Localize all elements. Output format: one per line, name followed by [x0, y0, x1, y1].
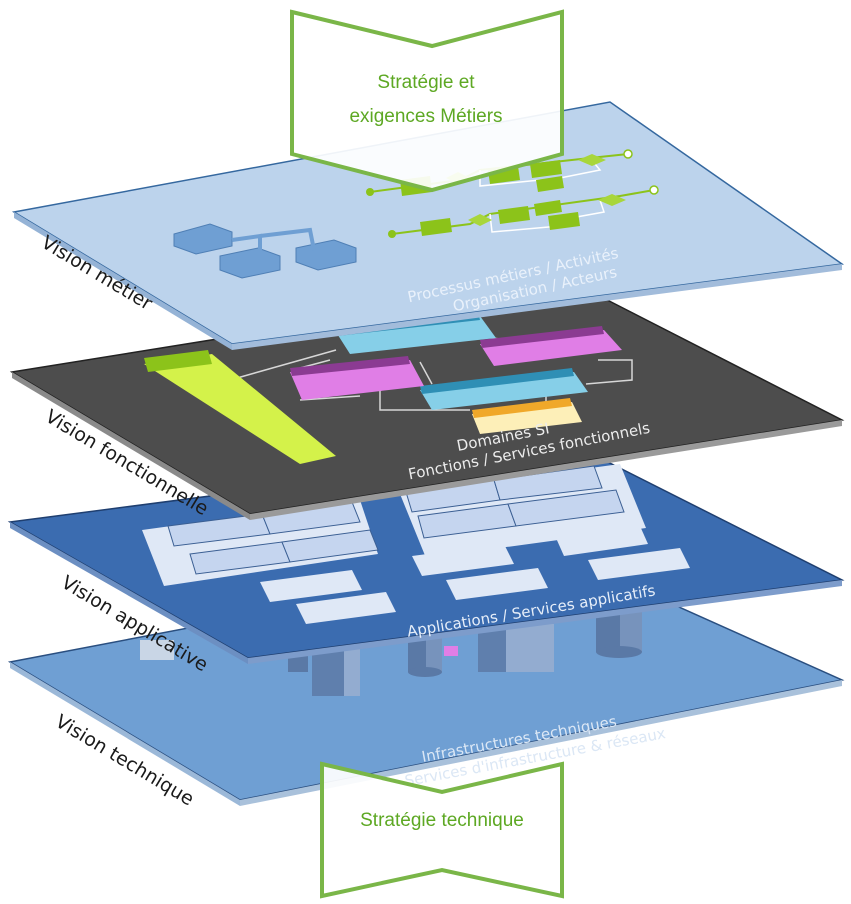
metier-plane-edge	[14, 212, 232, 350]
metier-plane-edge-right	[232, 264, 842, 350]
fonctionnelle-plane-edge-right	[250, 420, 842, 520]
function-block-cyan-top	[336, 316, 496, 354]
domain-block-lime-header	[144, 350, 212, 372]
top-strategy-arrow: Stratégie et exigences Métiers	[290, 9, 564, 193]
bottom-arrow-shape	[320, 761, 564, 899]
layer-fonctionnelle: Domaines SI Fonctions / Services fonctio…	[9, 281, 845, 520]
magenta-accent	[444, 646, 458, 656]
server-box	[140, 640, 174, 660]
applicative-plane-edge-right	[248, 580, 842, 664]
applicative-plane-edge	[10, 522, 248, 664]
server-box	[478, 624, 554, 672]
fonctionnelle-plane-edge	[12, 372, 250, 520]
top-arrow-shape	[290, 9, 564, 193]
layer-metier: Processus métiers / Activités Organisati…	[11, 101, 845, 350]
top-arrow-text-line2: exigences Métiers	[349, 106, 502, 127]
technique-plane-edge-right	[240, 680, 842, 806]
technique-plane-edge	[10, 662, 240, 806]
org-chart	[173, 223, 357, 279]
bottom-arrow-text: Stratégie technique	[360, 810, 524, 831]
server-box	[312, 648, 360, 696]
function-block-magenta-right-header	[480, 326, 604, 348]
domain-block-lime	[144, 354, 336, 464]
function-block-magenta-left-header	[290, 356, 410, 376]
function-block-yellow-header	[472, 398, 572, 418]
app-boxes	[260, 526, 690, 624]
app-group-left	[142, 500, 379, 586]
top-arrow-text-line1: Stratégie et	[377, 72, 475, 93]
function-block-magenta-right	[480, 330, 622, 366]
function-block-cyan-mid-header	[420, 368, 574, 394]
bottom-strategy-arrow: Stratégie technique	[320, 761, 564, 899]
function-block-cyan-mid	[420, 372, 588, 410]
function-block-yellow	[472, 402, 582, 434]
process-flow-2	[388, 185, 659, 238]
server-cylinder	[288, 656, 308, 672]
app-group-right	[400, 464, 646, 558]
